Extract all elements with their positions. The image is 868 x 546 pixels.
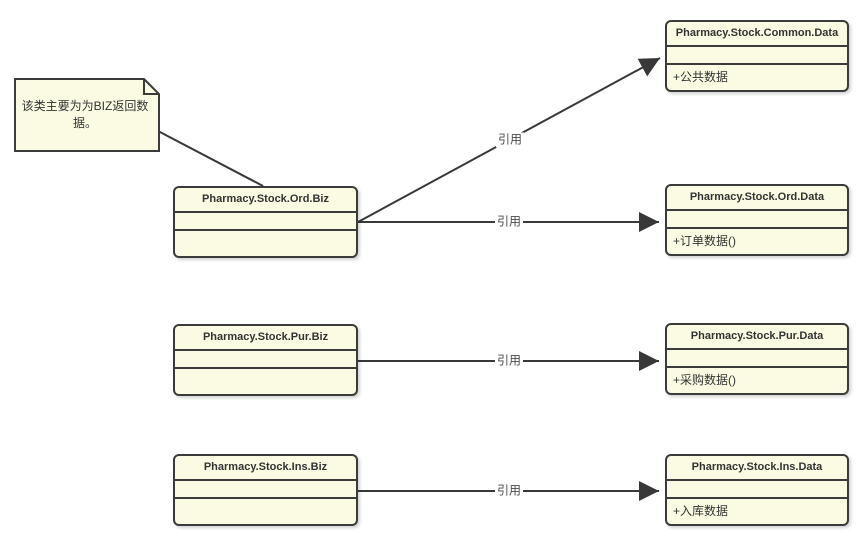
class-title: Pharmacy.Stock.Ord.Data <box>667 186 847 211</box>
class-methods <box>175 231 356 256</box>
class-attributes <box>667 211 847 229</box>
note-shape <box>14 78 160 152</box>
class-title: Pharmacy.Stock.Common.Data <box>667 22 847 47</box>
class-methods <box>175 369 356 394</box>
note-connector-line[interactable] <box>157 130 264 187</box>
class-title: Pharmacy.Stock.Pur.Data <box>667 325 847 350</box>
edge-label-ord-common[interactable]: 引用 <box>495 132 525 148</box>
class-pharmacy-stock-pur-data[interactable]: Pharmacy.Stock.Pur.Data +采购数据() <box>665 323 849 395</box>
class-title: Pharmacy.Stock.Pur.Biz <box>175 326 356 351</box>
class-pharmacy-stock-ins-data[interactable]: Pharmacy.Stock.Ins.Data +入库数据 <box>665 454 849 526</box>
class-pharmacy-stock-common-data[interactable]: Pharmacy.Stock.Common.Data +公共数据 <box>665 20 849 92</box>
class-methods: +订单数据() <box>673 234 737 248</box>
class-pharmacy-stock-ord-biz[interactable]: Pharmacy.Stock.Ord.Biz <box>173 186 358 258</box>
class-pharmacy-stock-pur-biz[interactable]: Pharmacy.Stock.Pur.Biz <box>173 324 358 396</box>
class-methods: +采购数据() <box>673 373 737 387</box>
class-title: Pharmacy.Stock.Ord.Biz <box>175 188 356 213</box>
class-title: Pharmacy.Stock.Ins.Data <box>667 456 847 481</box>
class-methods: +入库数据 <box>673 504 729 518</box>
edge-label-ins-ins[interactable]: 引用 <box>494 483 524 499</box>
class-title: Pharmacy.Stock.Ins.Biz <box>175 456 356 481</box>
class-attributes <box>667 481 847 499</box>
note-node[interactable]: 该类主要为为BIZ返回数据。 <box>14 78 160 152</box>
class-attributes <box>667 47 847 65</box>
edge-label-ord-ord[interactable]: 引用 <box>494 214 524 230</box>
class-methods: +公共数据 <box>673 70 729 84</box>
class-attributes <box>175 213 356 231</box>
class-pharmacy-stock-ord-data[interactable]: Pharmacy.Stock.Ord.Data +订单数据() <box>665 184 849 256</box>
class-pharmacy-stock-ins-biz[interactable]: Pharmacy.Stock.Ins.Biz <box>173 454 358 526</box>
class-attributes <box>175 351 356 369</box>
class-attributes <box>175 481 356 499</box>
edge-label-pur-pur[interactable]: 引用 <box>494 353 524 369</box>
class-attributes <box>667 350 847 368</box>
note-text: 该类主要为为BIZ返回数据。 <box>21 99 149 130</box>
class-methods <box>175 499 356 524</box>
